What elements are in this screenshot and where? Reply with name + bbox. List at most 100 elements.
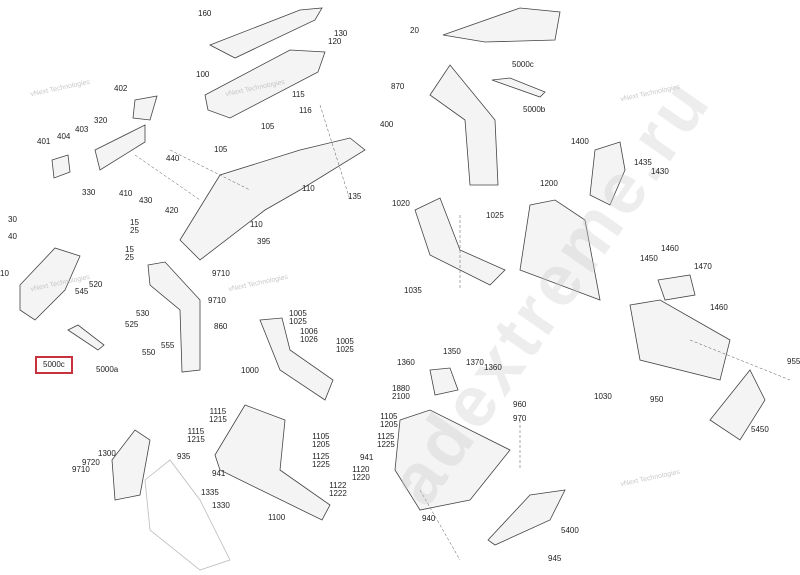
part-20-roof-rear	[442, 7, 561, 43]
part-number-label: 945	[548, 554, 562, 563]
part-number-label: 1460	[661, 244, 679, 253]
part-number-label: 941	[360, 453, 374, 462]
part-number-label: 935	[177, 452, 191, 461]
part-number-label: 1020	[392, 199, 410, 208]
part-940-skid	[394, 409, 511, 511]
part-number-label: 395	[257, 237, 271, 246]
part-number-label: 860	[214, 322, 228, 331]
part-number-label: 1006 1026	[300, 327, 318, 344]
part-number-label: 1105 1205	[312, 432, 330, 449]
part-number-label: 1330	[212, 501, 230, 510]
part-number-label: 5000b	[523, 105, 546, 114]
part-number-label: 970	[513, 414, 527, 423]
highlighted-part-label: 5000c	[35, 356, 73, 374]
part-number-label: 1360	[397, 358, 415, 367]
part-number-label: 1105 1205	[380, 412, 398, 429]
part-number-label: 105	[261, 122, 275, 131]
part-number-label: 110	[250, 220, 263, 229]
part-number-label: 960	[513, 400, 527, 409]
part-number-label: 5000c	[512, 60, 534, 69]
part-number-label: 1100	[268, 513, 286, 522]
part-number-label: 870	[391, 82, 405, 91]
part-number-label: 9720	[82, 458, 100, 467]
part-5000a-panel	[67, 324, 105, 351]
part-number-label: 1125 1225	[312, 452, 330, 469]
part-number-label: 520	[89, 280, 103, 289]
part-number-label: 400	[380, 120, 394, 129]
part-number-label: 1400	[571, 137, 589, 146]
part-number-label: 105	[214, 145, 228, 154]
part-number-label: 1115 1215	[209, 407, 227, 424]
part-1400-cover	[589, 141, 626, 206]
part-5400-guard	[487, 489, 566, 546]
part-number-label: 1000	[241, 366, 259, 375]
part-number-label: 130	[334, 29, 348, 38]
part-number-label: 440	[166, 154, 180, 163]
part-400-dash-frame	[179, 137, 366, 261]
part-number-label: 530	[136, 309, 150, 318]
part-number-label: 1025	[486, 211, 504, 220]
part-number-label: 1470	[694, 262, 712, 271]
part-number-label: 120	[328, 37, 342, 46]
part-number-label: 40	[8, 232, 17, 241]
part-402-bracket	[132, 95, 158, 121]
part-number-label: 5450	[751, 425, 769, 434]
part-number-label: 955	[787, 357, 800, 366]
part-number-label: 950	[650, 395, 664, 404]
part-number-label: 1005 1025	[289, 309, 307, 326]
part-320-grille	[94, 124, 146, 171]
part-number-label: 30	[8, 215, 17, 224]
part-number-label: 420	[165, 206, 179, 215]
part-number-label: 1880 2100	[392, 384, 410, 401]
part-number-label: 401	[37, 137, 51, 146]
part-number-label: 430	[139, 196, 153, 205]
part-number-label: 320	[94, 116, 108, 125]
part-number-label: 9710	[208, 296, 226, 305]
part-number-label: 9710	[212, 269, 230, 278]
part-1350-bracket	[429, 367, 459, 396]
part-number-label: 403	[75, 125, 89, 134]
part-1450-bracket	[657, 274, 696, 301]
part-number-label: 9710	[72, 465, 90, 474]
part-number-label: 5000a	[96, 365, 119, 374]
part-number-label: 1122 1222	[329, 481, 347, 498]
part-number-label: 1200	[540, 179, 558, 188]
part-950-tray	[629, 299, 731, 381]
part-number-label: 941	[212, 469, 226, 478]
part-number-label: 1450	[640, 254, 658, 263]
part-number-label: 100	[196, 70, 210, 79]
part-number-label: 545	[75, 287, 89, 296]
part-number-label: 402	[114, 84, 128, 93]
part-number-label: 116	[299, 106, 312, 115]
part-number-label: 1430	[651, 167, 669, 176]
part-10-front-panel	[19, 247, 81, 321]
part-number-label: 115	[292, 90, 305, 99]
part-number-label: 330	[82, 188, 96, 197]
part-number-label: 1370	[466, 358, 484, 367]
part-number-label: 1115 1215	[187, 427, 205, 444]
part-870-pillar	[429, 64, 499, 186]
part-1300-panel	[111, 429, 151, 501]
part-number-label: 410	[119, 189, 133, 198]
part-number-label: 1435	[634, 158, 652, 167]
part-1200-panel	[519, 199, 601, 301]
part-401-housing	[51, 154, 71, 179]
part-number-label: 1035	[404, 286, 422, 295]
part-1020-floor	[414, 197, 506, 286]
part-number-label: 160	[198, 9, 212, 18]
part-860-pillar	[147, 261, 201, 373]
part-number-label: 525	[125, 320, 139, 329]
part-number-label: 1030	[594, 392, 612, 401]
part-number-label: 1300	[98, 449, 116, 458]
part-number-label: 5400	[561, 526, 579, 535]
part-number-label: 404	[57, 132, 71, 141]
part-number-label: 550	[142, 348, 156, 357]
part-number-label: 555	[161, 341, 175, 350]
part-5000b-grille	[491, 77, 546, 98]
part-number-label: 1335	[201, 488, 219, 497]
part-number-label: 110	[302, 184, 315, 193]
part-5450-bracket	[709, 369, 766, 441]
part-number-label: 1005 1025	[336, 337, 354, 354]
